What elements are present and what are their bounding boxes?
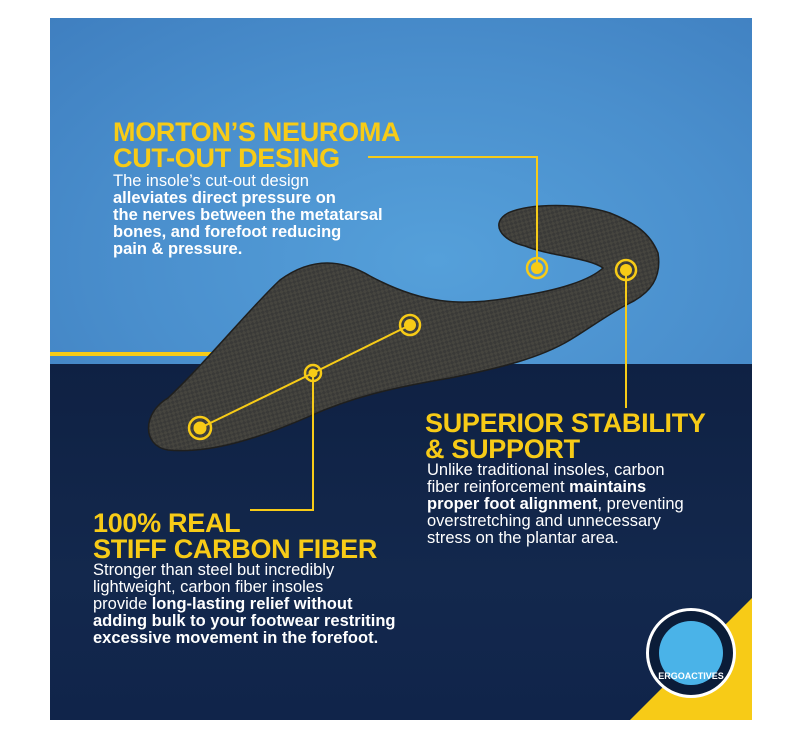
carbon-title: 100% REAL STIFF CARBON FIBER xyxy=(93,508,378,564)
morton-description: The insole’s cut-out design alleviates d… xyxy=(113,173,383,258)
carbon-title-line: STIFF CARBON FIBER xyxy=(93,534,378,564)
text-line: bones, and forefoot reducing xyxy=(113,223,342,241)
text-bold: proper foot alignment xyxy=(427,495,598,513)
callout-markers xyxy=(187,256,638,441)
text-bold: excessive movement in the forefoot. xyxy=(93,629,379,647)
text-bold: adding bulk to your footwear restriting xyxy=(93,612,396,630)
logo-text: ERGOACTIVES xyxy=(658,671,724,681)
text-line: , preventing xyxy=(597,495,684,513)
carbon-callout-line xyxy=(250,373,314,511)
carbon-description: Stronger than steel but incredibly light… xyxy=(93,562,396,647)
accent-stripe xyxy=(50,352,220,356)
text-line: Stronger than steel but incredibly xyxy=(93,561,335,579)
ergoactives-logo: ERGOACTIVES xyxy=(646,608,736,698)
product-infographic: MORTON’S NEUROMA CUT-OUT DESING The inso… xyxy=(50,18,752,720)
text-line: The insole’s cut-out design xyxy=(113,172,309,190)
text-line: alleviates direct pressure on xyxy=(113,189,336,207)
text-line: pain & pressure. xyxy=(113,240,243,258)
text-line: lightweight, carbon fiber insoles xyxy=(93,578,324,596)
text-line: stress on the plantar area. xyxy=(427,529,619,547)
stability-description: Unlike traditional insoles, carbon fiber… xyxy=(427,462,684,547)
text-bold: long-lasting relief without xyxy=(151,595,353,613)
text-line: provide xyxy=(93,595,152,613)
text-line: Unlike traditional insoles, carbon xyxy=(427,461,665,479)
morton-callout-line xyxy=(368,156,538,268)
stability-title: SUPERIOR STABILITY & SUPPORT xyxy=(425,408,706,464)
text-line: fiber reinforcement xyxy=(427,478,570,496)
morton-title-line: CUT-OUT DESING xyxy=(113,143,340,173)
morton-title: MORTON’S NEUROMA CUT-OUT DESING xyxy=(113,117,401,173)
tree-icon xyxy=(659,621,723,685)
text-line: the nerves between the metatarsal xyxy=(113,206,383,224)
text-bold: maintains xyxy=(569,478,647,496)
carbon-title-line: 100% REAL xyxy=(93,508,241,538)
text-line: overstretching and unnecessary xyxy=(427,512,661,530)
stability-title-line: & SUPPORT xyxy=(425,434,580,464)
stability-title-line: SUPERIOR STABILITY xyxy=(425,408,706,438)
morton-title-line: MORTON’S NEUROMA xyxy=(113,117,401,147)
